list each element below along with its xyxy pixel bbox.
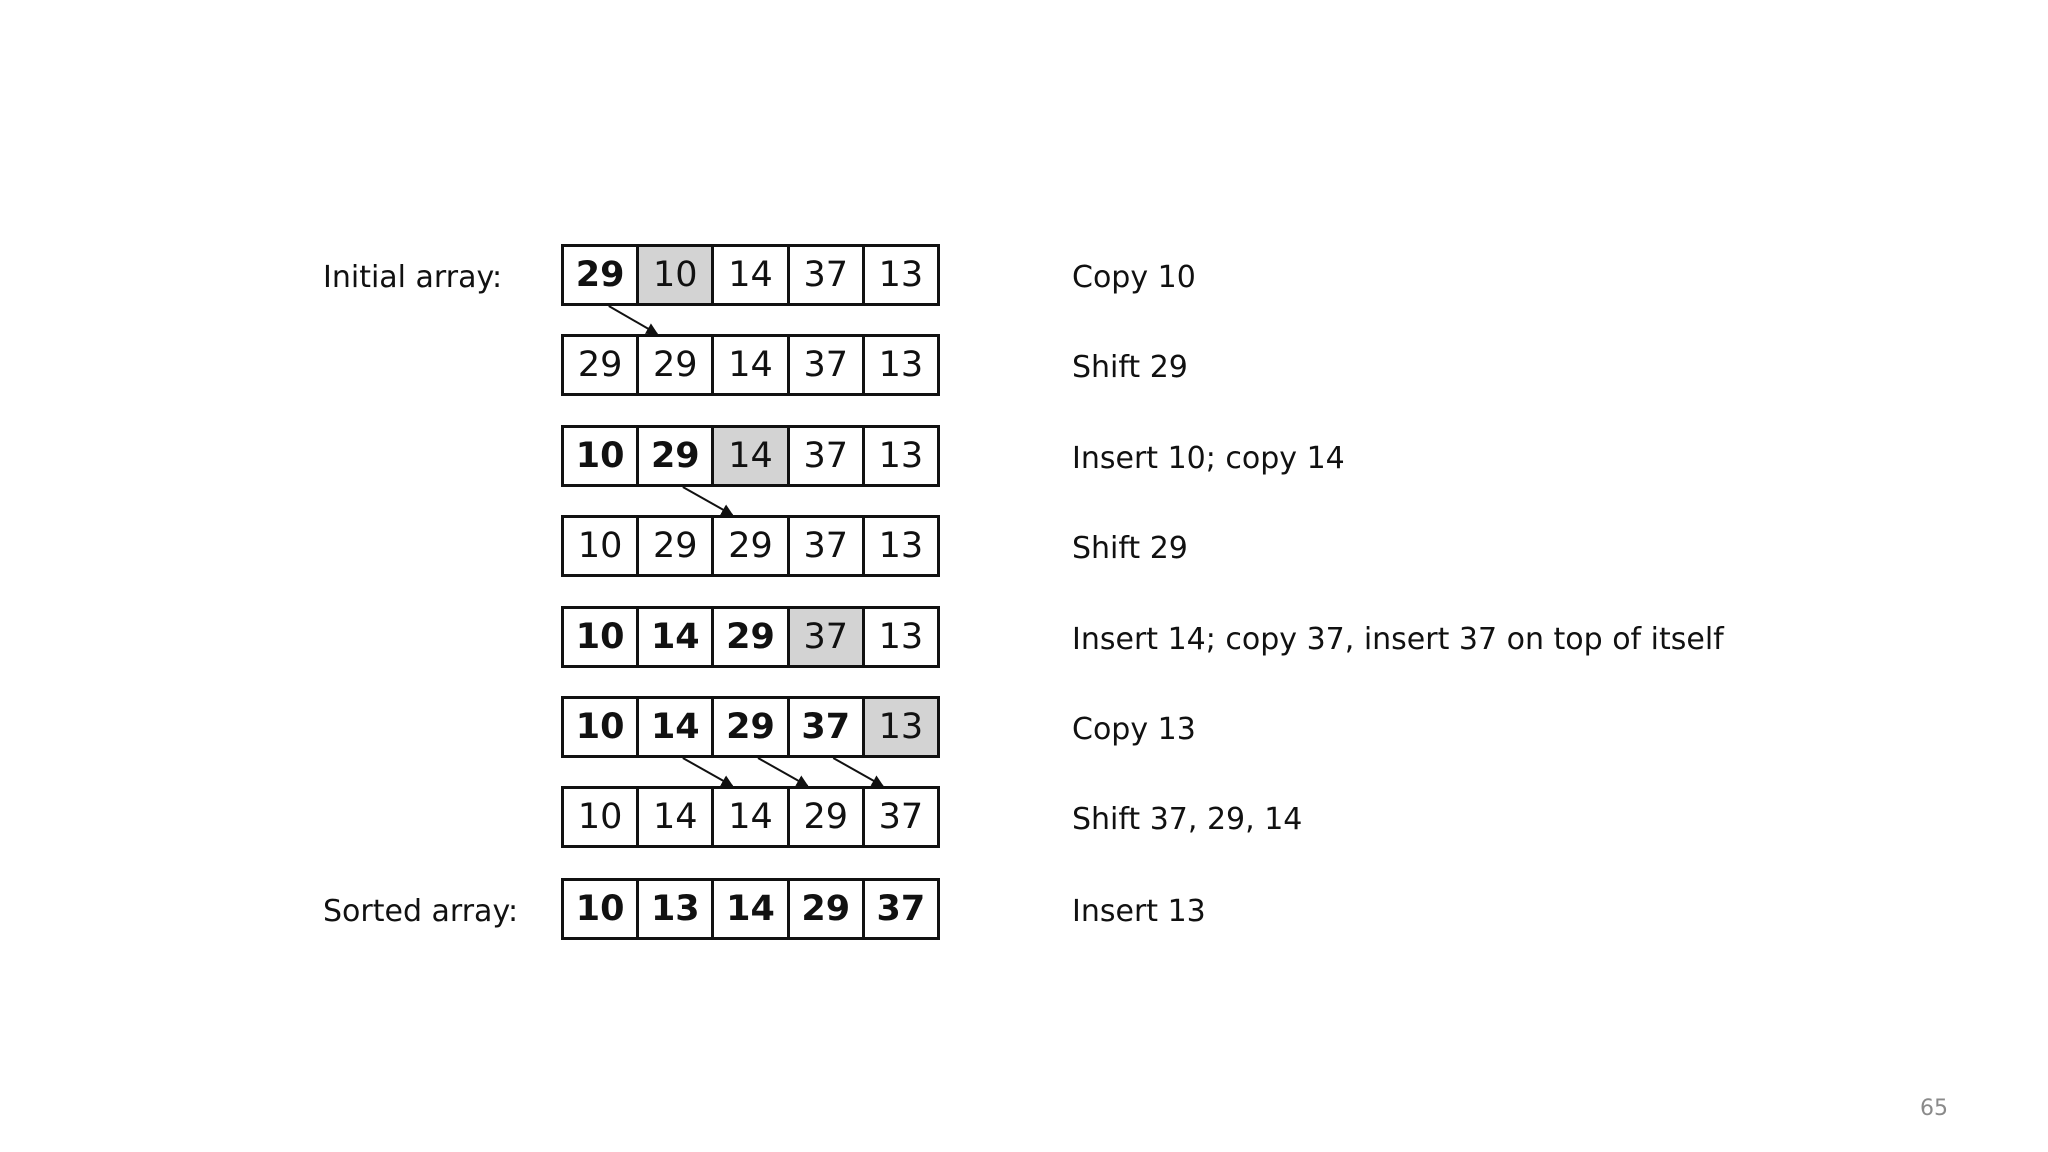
array-cell: 13 <box>861 247 938 303</box>
page-number: 65 <box>1920 1096 1948 1121</box>
array-cell: 10 <box>636 247 712 303</box>
step-note-6: Copy 13 <box>1072 712 1196 747</box>
array-cell: 29 <box>564 247 637 303</box>
array-cell: 14 <box>711 881 787 937</box>
step-note-4: Shift 29 <box>1072 531 1188 566</box>
array-row-6: 10 14 29 37 13 <box>561 696 940 758</box>
array-cell: 13 <box>861 609 938 665</box>
array-cell: 37 <box>786 699 862 755</box>
array-cell: 29 <box>786 881 862 937</box>
array-row-5: 10 14 29 37 13 <box>561 606 940 668</box>
array-cell: 14 <box>711 428 787 484</box>
array-cell: 14 <box>711 247 787 303</box>
array-row-2: 29 29 14 37 13 <box>561 334 940 396</box>
array-cell: 29 <box>711 609 787 665</box>
array-cell: 10 <box>564 881 637 937</box>
array-cell: 14 <box>711 337 787 393</box>
array-cell: 37 <box>786 337 862 393</box>
array-cell: 37 <box>786 428 862 484</box>
array-cell: 29 <box>636 337 712 393</box>
array-cell: 10 <box>564 699 637 755</box>
shift-arrow <box>682 486 734 516</box>
array-cell: 29 <box>711 518 787 574</box>
shift-arrow <box>682 757 734 787</box>
array-cell: 10 <box>564 609 637 665</box>
array-row-1: 29 10 14 37 13 <box>561 244 940 306</box>
array-cell: 37 <box>786 247 862 303</box>
array-cell: 29 <box>786 789 862 845</box>
array-cell: 29 <box>564 337 637 393</box>
array-cell: 37 <box>861 789 938 845</box>
step-note-8: Insert 13 <box>1072 894 1206 929</box>
array-row-7: 10 14 14 29 37 <box>561 786 940 848</box>
array-cell: 10 <box>564 428 637 484</box>
array-cell: 29 <box>636 428 712 484</box>
array-cell: 14 <box>636 699 712 755</box>
array-cell: 10 <box>564 518 637 574</box>
step-note-1: Copy 10 <box>1072 260 1196 295</box>
array-row-8: 10 13 14 29 37 <box>561 878 940 940</box>
array-cell: 13 <box>861 518 938 574</box>
array-cell: 13 <box>861 428 938 484</box>
array-cell: 37 <box>786 518 862 574</box>
array-cell: 14 <box>636 609 712 665</box>
shift-arrow <box>757 757 809 787</box>
shift-arrow <box>832 757 884 787</box>
shift-arrow <box>608 305 659 335</box>
step-note-2: Shift 29 <box>1072 350 1188 385</box>
array-cell: 14 <box>636 789 712 845</box>
array-cell: 13 <box>861 337 938 393</box>
sorted-array-label: Sorted array: <box>323 894 519 929</box>
step-note-3: Insert 10; copy 14 <box>1072 441 1345 476</box>
array-row-4: 10 29 29 37 13 <box>561 515 940 577</box>
array-row-3: 10 29 14 37 13 <box>561 425 940 487</box>
initial-array-label: Initial array: <box>323 260 503 295</box>
array-cell: 37 <box>861 881 938 937</box>
array-cell: 37 <box>786 609 862 665</box>
array-cell: 14 <box>711 789 787 845</box>
step-note-5: Insert 14; copy 37, insert 37 on top of … <box>1072 622 1724 657</box>
array-cell: 10 <box>564 789 637 845</box>
step-note-7: Shift 37, 29, 14 <box>1072 802 1303 837</box>
array-cell: 13 <box>636 881 712 937</box>
array-cell: 13 <box>861 699 938 755</box>
array-cell: 29 <box>711 699 787 755</box>
array-cell: 29 <box>636 518 712 574</box>
